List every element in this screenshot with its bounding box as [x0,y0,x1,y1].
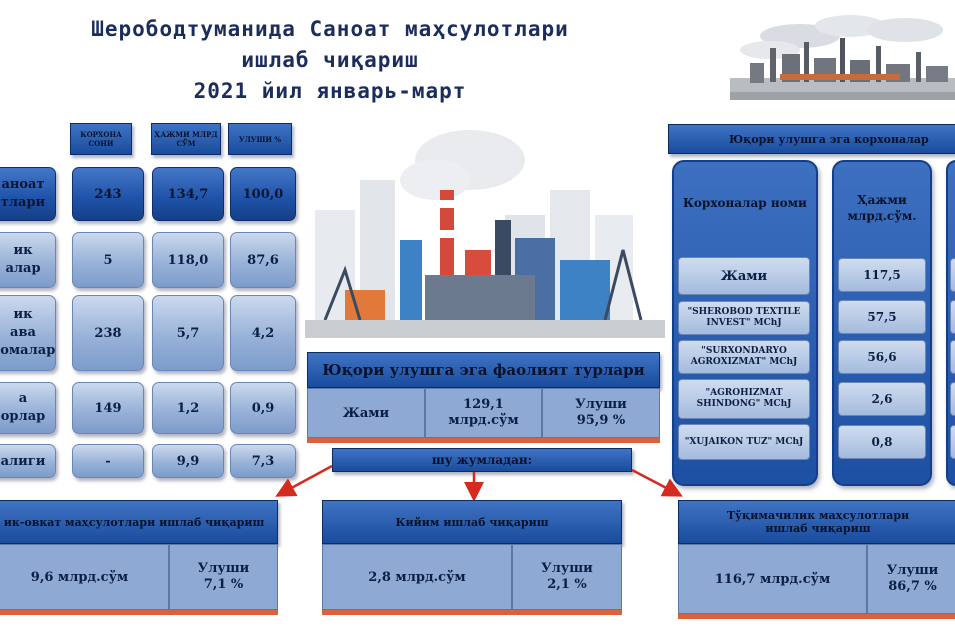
refinery-icon [305,130,665,338]
table-cell: - [72,444,144,478]
table-cell: 149 [72,382,144,434]
activities-underline [307,438,660,443]
enterprises-title: Юқори улушга эга корхоналар [668,124,955,154]
table-cell: 7,3 [230,444,296,478]
enterprise-name: "XUJAIKON TUZ" MChJ [678,424,810,460]
header-share: УЛУШИ % [228,123,292,155]
table-cell: 243 [72,167,144,221]
enterprise-name: "AGROHIZMAT SHINDONG" MChJ [678,379,810,419]
table-cell: 1,2 [152,382,224,434]
header-label: КОРХОНА СОНИ [80,130,122,148]
header-label: ҲАЖМИ МЛРД СЎМ [154,130,218,148]
activity-item-name: Кийим ишлаб чиқариш [322,500,622,544]
table-cell: 4,2 [230,295,296,371]
enterprise-name: "SURXONDARYO AGROXIZMAT" MChJ [678,340,810,374]
enterprises-col-volume: Ҳажми млрд.сўм. [847,193,917,223]
table-cell: 118,0 [152,232,224,288]
enterprise-share-tile [950,425,955,459]
header-enterprise-count: КОРХОНА СОНИ [70,123,132,155]
activity-item-name: Тўқимачилик маҳсулотлари ишлаб чиқариш [678,500,955,544]
row-label: ик ава номалар [0,295,56,371]
header-label: УЛУШИ % [238,134,282,144]
title-line-3: 2021 йил январь-март [193,79,467,103]
including-label: шу жумладан: [332,448,632,472]
enterprise-volume: 57,5 [838,300,926,334]
row-label: аноат тлари [0,167,56,221]
table-cell: 100,0 [230,167,296,221]
activity-item-share: Улуши 86,7 % [867,544,955,614]
activity-item-share: Улуши 7,1 % [169,544,278,610]
page-title: Шерободтуманида Саноат маҳсулотлари ишла… [0,14,660,107]
activity-item-volume: 9,6 млрд.сўм [0,544,169,610]
table-cell: 87,6 [230,232,296,288]
enterprises-col-name: Корхоналар номи [683,196,807,210]
activities-title: Юқори улушга эга фаолият турлари [307,352,660,388]
enterprise-volume: 2,6 [838,382,926,416]
table-cell: 9,9 [152,444,224,478]
activity-item-underline [678,614,955,619]
enterprise-name: "SHEROBOD TEXTILE INVEST" MChJ [678,301,810,335]
factory-skyline-icon [730,15,955,100]
enterprise-share-tile [950,382,955,416]
activities-total-volume: 129,1 млрд.сўм [425,388,542,438]
enterprise-share-tile [950,340,955,374]
header-volume: ҲАЖМИ МЛРД СЎМ [151,123,221,155]
table-cell: 238 [72,295,144,371]
activity-item-share: Улуши 2,1 % [512,544,622,610]
activities-total-label: Жами [307,388,425,438]
activities-total-share: Улуши 95,9 % [542,388,660,438]
table-cell: 134,7 [152,167,224,221]
activity-item-volume: 116,7 млрд.сўм [678,544,867,614]
enterprise-share-tile [950,300,955,334]
activity-item-underline [322,610,622,615]
table-cell: 5,7 [152,295,224,371]
arrows-icon [275,464,683,502]
title-line-1: Шерободтуманида Саноат маҳсулотлари [91,17,569,41]
enterprise-share-tile [950,258,955,292]
table-cell: 5 [72,232,144,288]
table-cell: 0,9 [230,382,296,434]
title-line-2: ишлаб чиқариш [241,48,419,72]
enterprise-volume: 0,8 [838,425,926,459]
row-label: алиги [0,444,56,478]
activity-item-name: ик-овкат маҳсулотлари ишлаб чиқариш [0,500,278,544]
row-label: ик алар [0,232,56,288]
activity-item-underline [0,610,278,615]
enterprise-volume: 117,5 [838,258,926,292]
enterprise-name: Жами [678,257,810,295]
activity-item-volume: 2,8 млрд.сўм [322,544,512,610]
row-label: а орлар [0,382,56,434]
enterprise-volume: 56,6 [838,340,926,374]
